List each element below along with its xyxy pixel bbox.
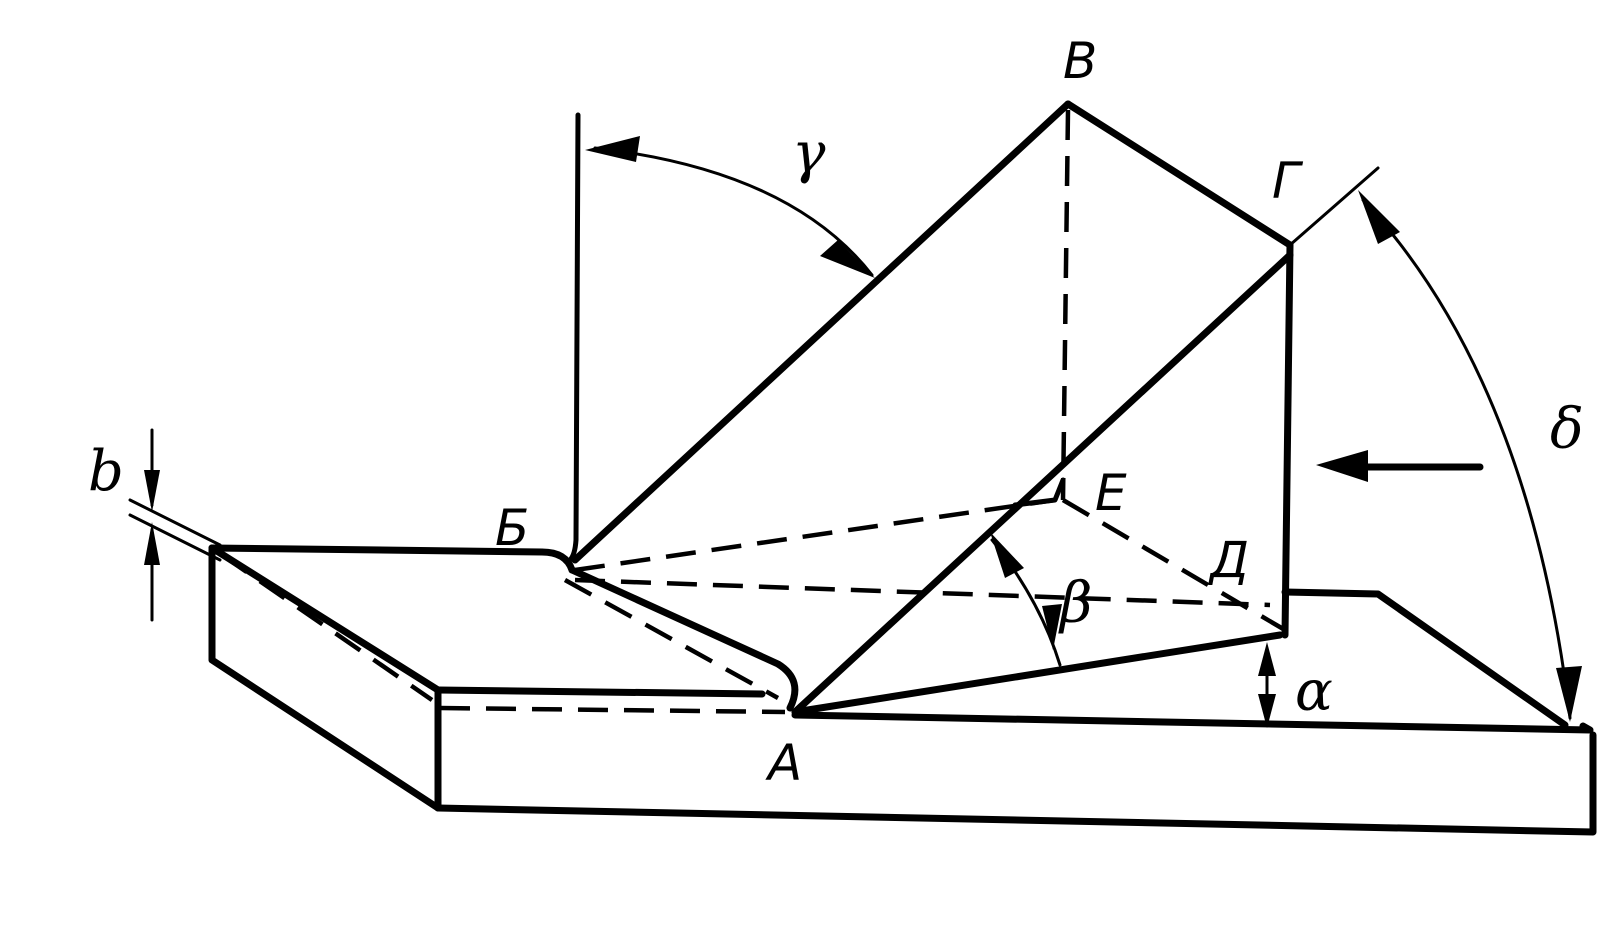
delta-arc <box>1361 198 1572 720</box>
shoulder-top-edge <box>208 544 576 574</box>
label-point-G: Г <box>1272 152 1304 210</box>
shoulder-left-vertical <box>208 544 442 812</box>
hidden-chip-line <box>563 578 780 700</box>
gamma-arc <box>593 146 874 277</box>
label-angle-alpha: α <box>1295 659 1333 724</box>
hidden-shoulder-line-1 <box>220 553 434 702</box>
label-point-D: Д <box>1208 531 1249 589</box>
hidden-edge-B-D <box>574 577 1271 608</box>
label-point-B-cyr: Б <box>495 499 529 557</box>
edge-G-D <box>1281 241 1294 639</box>
alpha-arrowhead-bottom <box>1258 694 1276 728</box>
hidden-edge-V-E <box>1060 109 1071 501</box>
gamma-reference <box>567 112 875 563</box>
cutting-tool <box>571 100 1294 716</box>
beta-arrowhead-bottom <box>1042 604 1062 650</box>
gamma-arrowhead-left <box>585 136 640 162</box>
notch-at-E <box>1012 477 1066 508</box>
shoulder-front-edge <box>208 544 442 694</box>
b-arrowhead-down <box>144 470 160 512</box>
gamma-arrowhead-right <box>820 240 875 278</box>
delta-reference <box>1288 166 1582 722</box>
b-extension-line-1 <box>128 498 222 547</box>
label-point-A: A <box>765 734 802 792</box>
b-arrowhead-up <box>144 522 160 565</box>
base-top-right-edge <box>791 711 1594 734</box>
label-dim-b: b <box>88 439 124 504</box>
edge-V-G <box>1064 100 1294 249</box>
delta-arrowhead-top <box>1358 190 1400 244</box>
b-extension-line-2 <box>128 513 222 562</box>
beta-angle <box>990 532 1062 667</box>
label-point-E: Е <box>1095 464 1127 522</box>
labels: A Б В Г Д Е b α β γ δ <box>88 32 1584 792</box>
edge-A-G <box>791 251 1294 716</box>
feed-direction-arrow <box>1316 450 1484 482</box>
beta-arrowhead-top <box>990 532 1024 578</box>
chip-curl <box>568 566 799 712</box>
hidden-shoulder-line-2 <box>439 705 786 715</box>
label-point-V: В <box>1063 32 1097 90</box>
base-back-right-step <box>1281 588 1569 729</box>
hidden-edge-B-E <box>574 497 1056 573</box>
base-top-front-edge <box>434 686 766 698</box>
delta-arrowhead-bottom <box>1556 666 1582 722</box>
base-front-bottom <box>434 731 1597 836</box>
edge-B-V <box>571 100 1072 564</box>
delta-reference-line <box>1288 166 1380 247</box>
feed-arrow-head <box>1316 450 1368 482</box>
label-angle-delta: δ <box>1550 397 1584 462</box>
workpiece <box>208 544 1597 836</box>
label-angle-gamma: γ <box>792 121 826 186</box>
alpha-arrowhead-top <box>1258 642 1276 676</box>
alpha-angle <box>1258 642 1276 728</box>
dimension-b <box>128 428 222 622</box>
label-angle-beta: β <box>1058 571 1092 636</box>
vertical-reference-line <box>567 112 581 563</box>
edge-A-D <box>791 631 1284 716</box>
